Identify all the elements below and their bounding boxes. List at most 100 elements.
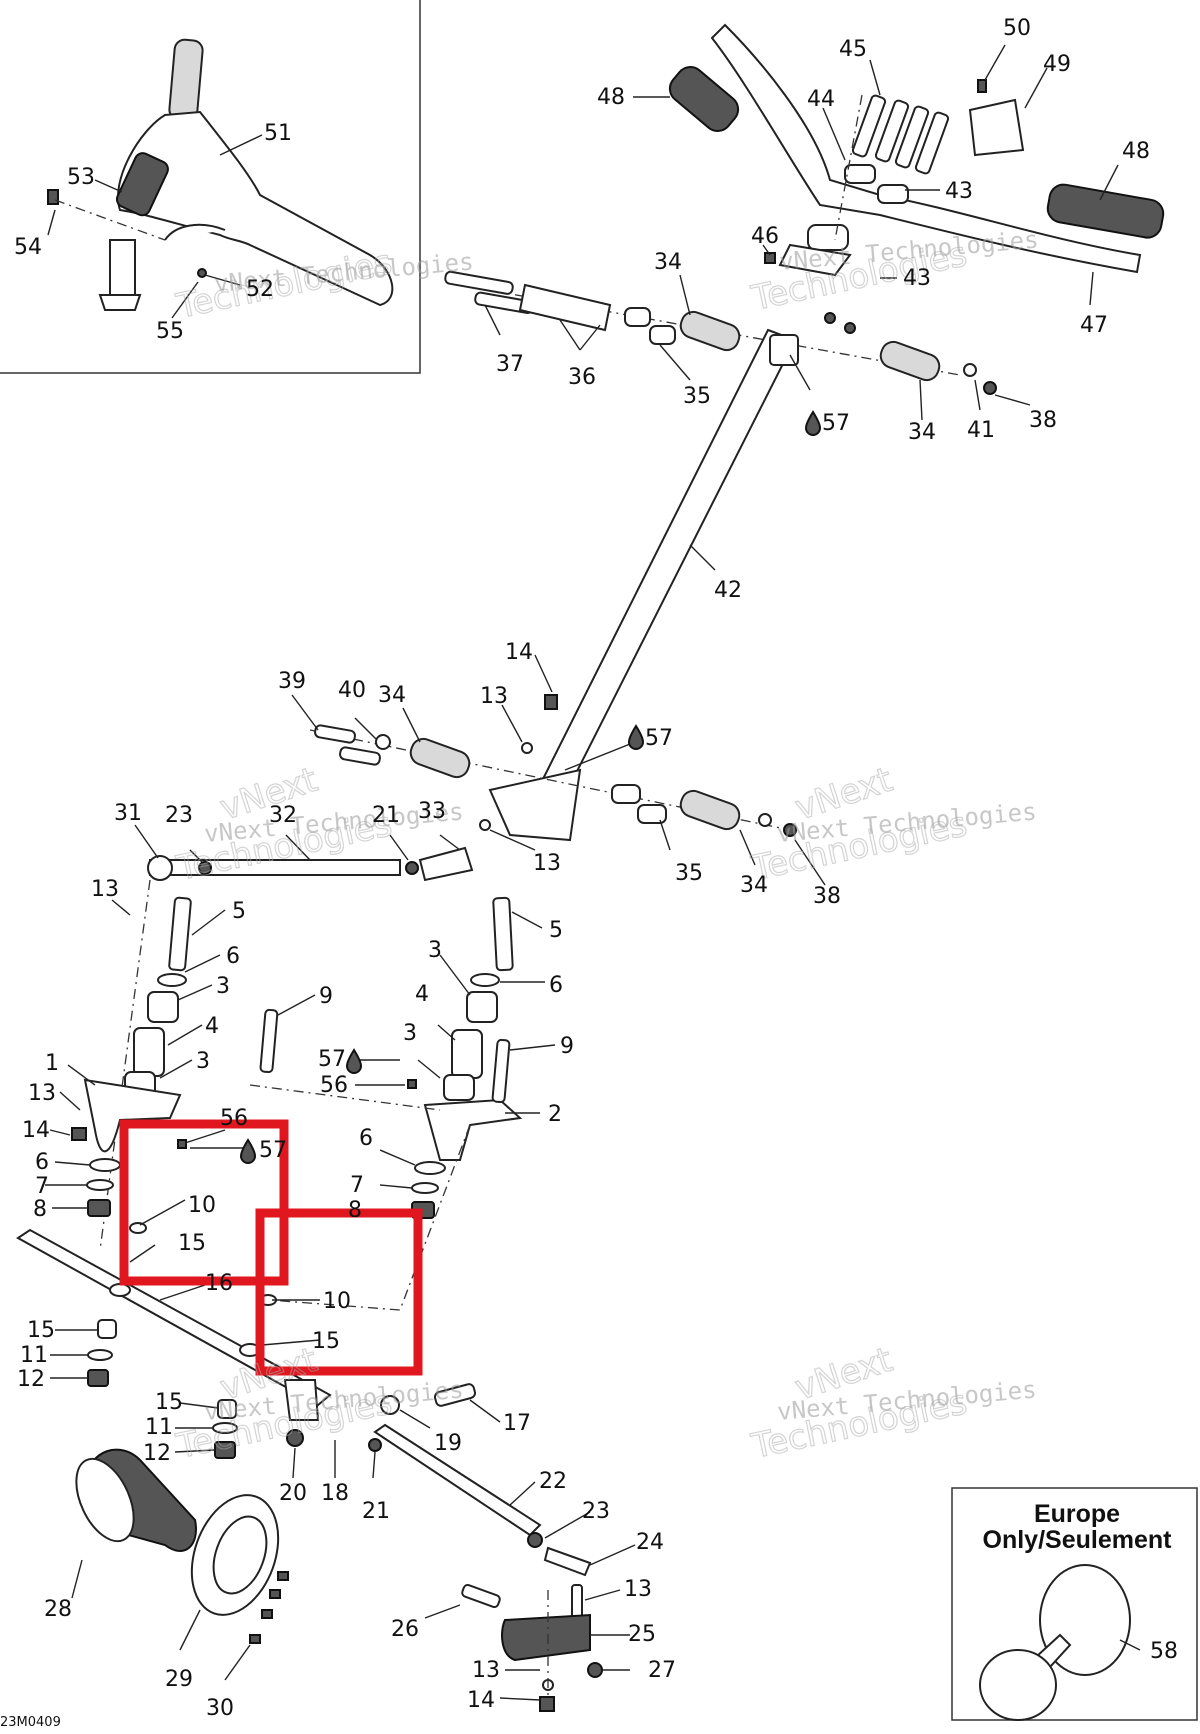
inset-nut [197,268,207,278]
callout-40: 40 [338,678,366,703]
callout-2: 2 [548,1102,562,1127]
inset-stem-end [98,294,142,311]
nut-21a [405,861,419,875]
boot-and-cover [75,1448,289,1644]
leader-lines [45,44,1119,1701]
callout-12a: 12 [17,1367,45,1392]
middle-axis [309,729,791,831]
callout-35b: 35 [675,861,703,886]
link-bracket [283,1379,320,1421]
bolt-5b [492,896,514,972]
callout-41: 41 [967,418,995,443]
callout-49: 49 [1043,52,1071,77]
callout-51: 51 [264,121,292,146]
grip-end-cap [968,98,1025,157]
small-nut-b [844,322,856,334]
callout-43a: 43 [945,179,973,204]
bush-15-l [109,1283,131,1297]
callout-8b: 8 [348,1198,362,1223]
callout-3a: 3 [216,974,230,999]
callout-23a: 23 [165,803,193,828]
bushing-20 [286,1429,304,1447]
callout-3b: 3 [196,1049,210,1074]
callout-47: 47 [1080,313,1108,338]
cap-screw [977,79,987,93]
callout-57d: 57 [259,1138,287,1163]
bolt-9a [259,1008,279,1074]
washer-6b [470,973,500,987]
washer-6d [414,1161,446,1175]
callout-3c: 3 [428,938,442,963]
bushing-4a [133,1027,165,1077]
nut-38b [783,823,797,837]
callout-17: 17 [503,1411,531,1436]
tie-end-34d [679,789,741,831]
callout-53: 53 [67,165,95,190]
callout-3d: 3 [403,1021,417,1046]
callout-13a: 13 [480,684,508,709]
europe-frame [951,1487,1198,1721]
callout-34d: 34 [740,873,768,898]
cover-opening [212,1515,268,1595]
callout-30: 30 [206,1696,234,1721]
leader-51 [219,134,263,156]
inset-title-2: Only/Seulement [983,1526,1173,1554]
rod-end-33 [418,846,474,882]
highlight-box-left [119,1119,289,1286]
callout-13c: 13 [91,877,119,902]
washer-38b [758,813,772,827]
tie-end-34b [879,340,941,382]
bushing-35a [624,307,651,327]
callout-56a: 56 [320,1073,348,1098]
callout-13f: 13 [472,1658,500,1683]
grip-left [668,66,740,132]
callout-22: 22 [539,1469,567,1494]
spacer-3d [443,1074,475,1101]
highlight-box-right [255,1208,423,1376]
dash-right-1 [249,1084,441,1111]
callout-15c: 15 [27,1318,55,1343]
europe-inset: Europe Only/Seulement [951,1487,1198,1721]
callout-13b: 13 [533,851,561,876]
callout-56b: 56 [220,1106,248,1131]
washer-10a [129,1222,147,1234]
callout-20: 20 [279,1481,307,1506]
callout-10b: 10 [323,1289,351,1314]
callout-labels: 50 49 45 44 48 48 43 43 46 47 34 34 37 3… [14,16,1178,1721]
lower-rod-assembly [286,1383,603,1712]
column-bracket [488,768,582,842]
callout-57c: 57 [318,1047,346,1072]
inset-dash [54,199,166,241]
washer-7a [86,1179,114,1191]
callout-15b: 15 [312,1329,340,1354]
washer-40 [375,734,391,750]
bushing-35d [637,804,667,824]
washer-6a [157,973,187,987]
clamp-bolts [851,94,950,175]
callout-35a: 35 [683,384,711,409]
callout-43b: 43 [903,266,931,291]
callout-21b: 21 [362,1499,390,1524]
bushing-4b [451,1029,483,1079]
callout-27: 27 [648,1658,676,1683]
grip-right [1046,183,1165,239]
callout-34b: 34 [908,420,936,445]
callout-14c: 14 [467,1688,495,1713]
callout-57a: 57 [822,411,850,436]
callout-31: 31 [114,801,142,826]
callout-13d: 13 [28,1081,56,1106]
callout-44: 44 [807,87,835,112]
callout-6a: 6 [226,944,240,969]
inset-stem [109,239,136,301]
handle-detail-inset [0,0,421,374]
callout-34c: 34 [378,683,406,708]
bolt-axis [834,94,863,241]
callout-37: 37 [496,352,524,377]
cross-link-16 [16,1222,332,1459]
callout-32: 32 [269,803,297,828]
clamp-upper [844,164,876,184]
washer-7b [411,1182,439,1194]
callout-4a: 4 [205,1014,219,1039]
